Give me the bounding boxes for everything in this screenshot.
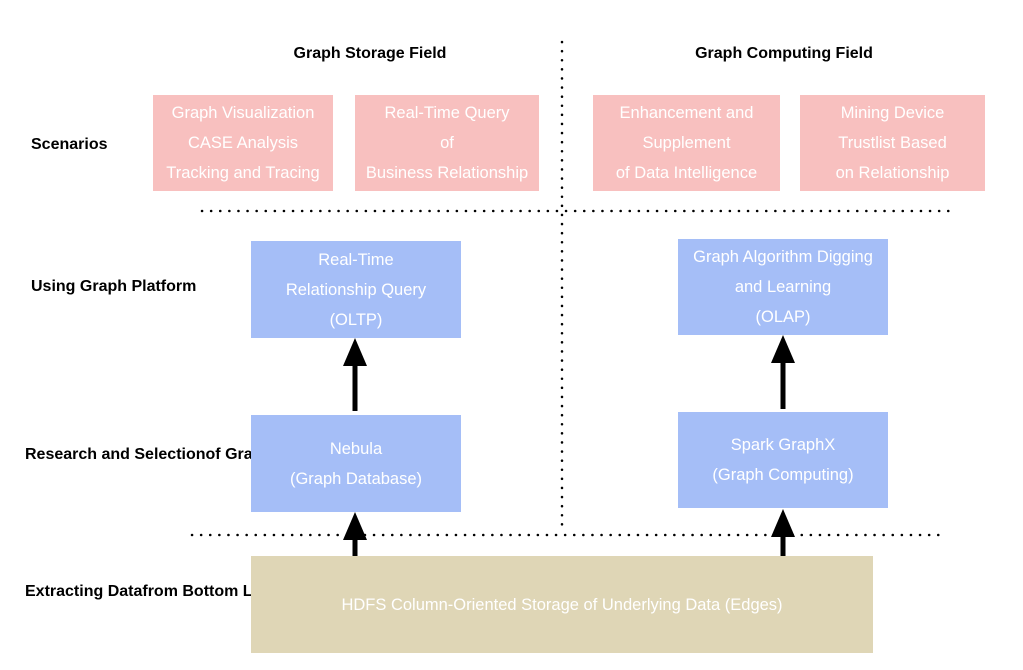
arrow-spark-to-olap xyxy=(771,335,795,409)
row-label-scenarios: Scenarios xyxy=(31,134,107,155)
row-label-extracting-data: Extracting Datafrom Bottom Layer xyxy=(25,581,286,602)
text-line: Relationship Query xyxy=(285,280,427,299)
text-line: (OLTP) xyxy=(329,310,383,329)
text-line: and Learning xyxy=(734,278,832,296)
text-line: from Bottom Layer xyxy=(142,583,286,600)
text-line: Business Relationship xyxy=(365,164,529,182)
text-line: on Relationship xyxy=(835,164,950,182)
text-line: CASE Analysis xyxy=(187,134,299,152)
text-line: Scenarios xyxy=(31,136,108,153)
text-line: Real-Time xyxy=(318,250,394,269)
box-nebula-graph-database: Nebula (Graph Database) xyxy=(251,415,461,512)
arrow-hdfs-to-spark xyxy=(771,509,795,556)
header-graph-computing-field: Graph Computing Field xyxy=(695,45,873,62)
header-graph-storage-field: Graph Storage Field xyxy=(293,45,447,62)
row-label-using-graph-platform: Using Graph Platform xyxy=(31,276,196,297)
arrow-hdfs-to-nebula xyxy=(343,512,367,556)
text-line: Trustlist Based xyxy=(838,134,947,152)
text-line: Enhancement and xyxy=(619,104,754,122)
box-graph-algorithm-digging: Graph Algorithm Digging and Learning (OLAP… xyxy=(678,239,888,335)
text-line: of Data Intelligence xyxy=(615,164,758,182)
text-line: of xyxy=(440,134,454,152)
box-spark-graphx: Spark GraphX (Graph Computing) xyxy=(678,412,888,508)
text-line: Real-Time Query xyxy=(384,104,510,122)
text-line: Tracking and Tracing xyxy=(166,164,320,182)
text-line: (Graph Database) xyxy=(289,469,423,488)
text-line: Spark GraphX xyxy=(730,436,836,454)
text-line: HDFS Column-Oriented Storage of Underlyi… xyxy=(341,595,783,614)
text-line: Using Graph Platform xyxy=(31,278,197,295)
text-line: Graph Visualization xyxy=(171,104,315,122)
arrow-nebula-to-oltp xyxy=(343,338,367,411)
text-line: Mining Device xyxy=(840,104,945,122)
box-hdfs-storage: HDFS Column-Oriented Storage of Underlyi… xyxy=(251,556,873,653)
text-line: Extracting Data xyxy=(25,583,143,600)
text-line: Research and Selection xyxy=(25,446,206,463)
text-line: (OLAP) xyxy=(755,308,811,326)
text-line: (Graph Computing) xyxy=(712,466,854,484)
text-line: Nebula xyxy=(329,439,383,458)
text-line: Graph Algorithm Digging xyxy=(693,248,873,266)
text-line: Supplement xyxy=(642,134,731,152)
